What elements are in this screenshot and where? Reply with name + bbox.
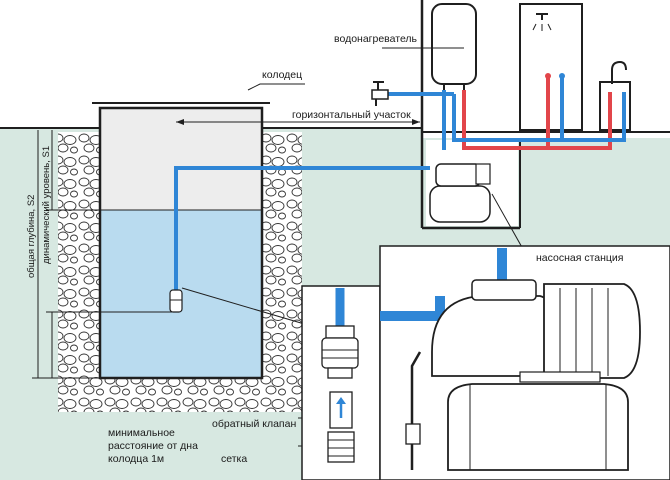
check-arrow-icon <box>336 397 346 418</box>
suction-pipe <box>174 166 430 292</box>
gravel-bottom <box>58 378 302 412</box>
cold-water-pipes <box>386 78 626 150</box>
faucet-icon <box>371 81 389 106</box>
water-heater <box>431 3 477 94</box>
shower-icon <box>532 13 552 31</box>
pump-station-small <box>429 163 491 223</box>
horizontal-section-arrow <box>176 119 420 125</box>
depth-dimensions <box>32 130 176 379</box>
label-water-heater: водонагреватель <box>334 33 418 45</box>
label-min-distance-line-2: расстояние от дна <box>108 440 198 452</box>
label-horizontal-section: горизонтальный участок <box>292 109 411 121</box>
gravel-right <box>262 132 302 378</box>
hot-water-pipes <box>462 78 612 150</box>
intake-valve <box>169 289 183 313</box>
label-strainer: сетка <box>221 453 247 465</box>
label-check-valve: обратный клапан <box>212 418 296 430</box>
label-min-distance-line-3: колодца 1м <box>108 453 164 465</box>
label-dynamic-level: динамический уровень, S1 <box>41 146 52 264</box>
label-min-distance: минимальное расстояние от дна колодца 1м <box>108 427 201 465</box>
shower-mixer <box>545 73 565 79</box>
sink-faucet-icon <box>611 60 627 84</box>
label-pump-station: насосная станция <box>536 252 623 264</box>
label-total-depth: общая глубина, S2 <box>26 195 37 278</box>
label-min-distance-line-1: минимальное <box>108 427 175 439</box>
check-valve-detail <box>301 285 381 480</box>
label-well: колодец <box>262 69 302 81</box>
shower-cabin <box>519 3 583 131</box>
well <box>92 102 270 380</box>
gravel-left <box>58 132 100 378</box>
pump-station-detail <box>379 245 670 480</box>
